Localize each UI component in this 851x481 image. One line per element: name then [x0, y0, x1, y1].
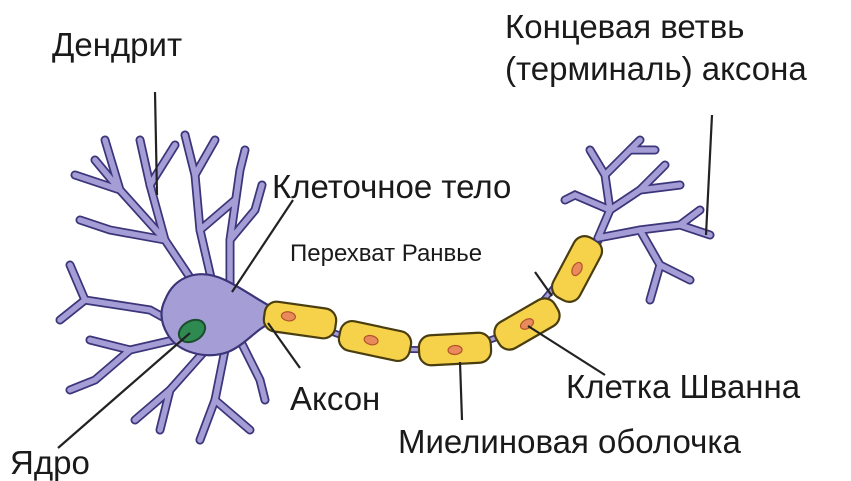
label-cell-body: Клеточное тело [272, 168, 511, 205]
labels: Дендрит Концевая ветвь (терминаль) аксон… [10, 8, 807, 481]
label-axon: Аксон [290, 380, 380, 417]
myelin-segment [490, 294, 564, 354]
label-nucleus: Ядро [10, 444, 90, 481]
myelin-segment [262, 300, 337, 340]
label-terminal-line2: (терминаль) аксона [505, 50, 807, 87]
myelin-segment [548, 232, 606, 306]
myelin-segment [337, 319, 414, 363]
leader-myelin [460, 362, 462, 420]
leader-terminal [706, 115, 712, 235]
label-dendrite: Дендрит [52, 26, 182, 63]
leader-node [535, 272, 552, 296]
leader-cell-body [232, 200, 293, 292]
label-node-of-ranvier: Перехват Ранвье [290, 240, 482, 267]
label-myelin-sheath: Миелиновая оболочка [398, 423, 741, 460]
myelin-segment [418, 332, 491, 366]
label-schwann-cell: Клетка Шванна [566, 368, 801, 405]
label-terminal-line1: Концевая ветвь [505, 8, 745, 45]
